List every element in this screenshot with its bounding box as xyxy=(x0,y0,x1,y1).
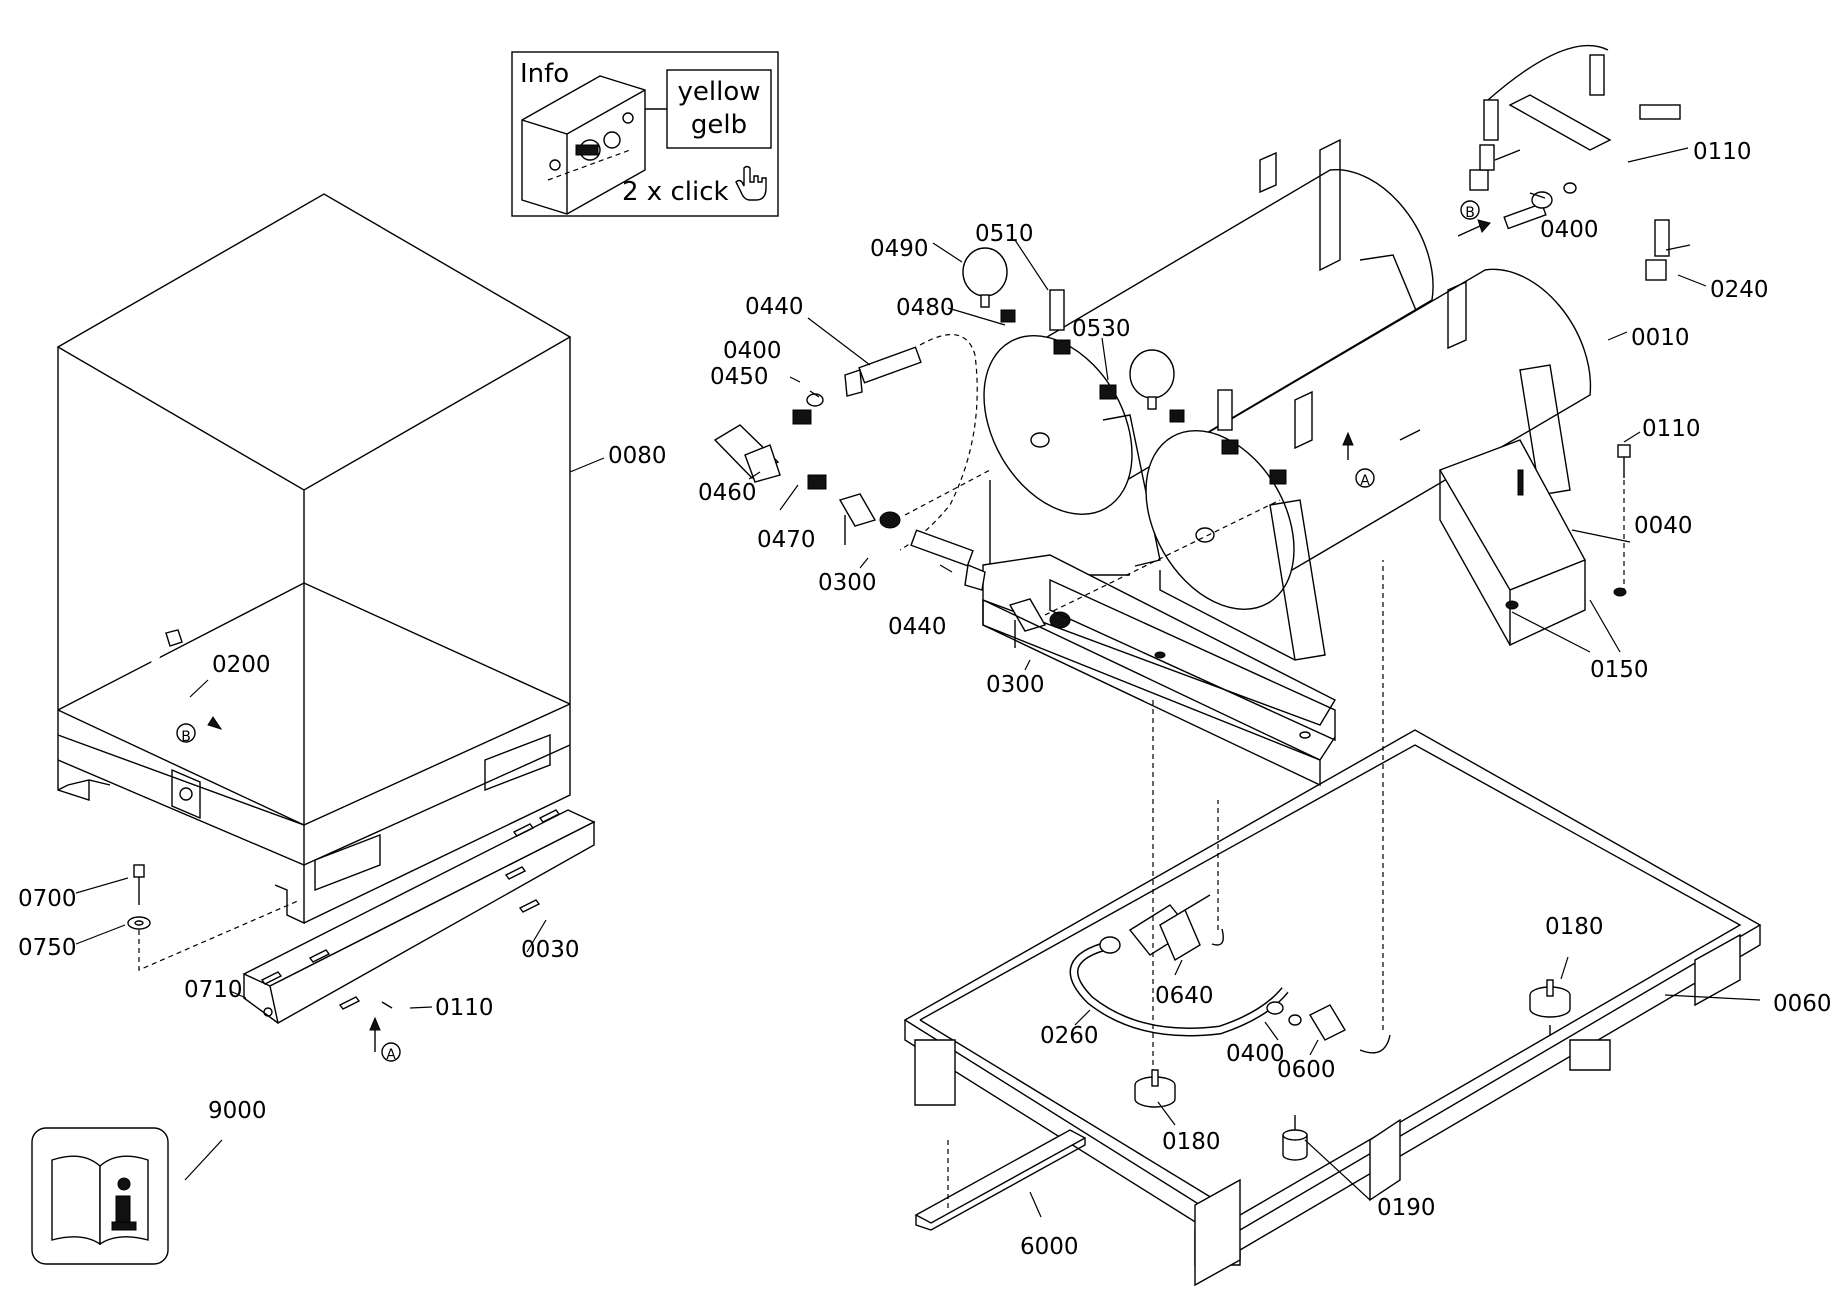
pressure-gauge-0490[interactable] xyxy=(962,247,1016,323)
info-title: Info xyxy=(520,59,569,89)
guide-line-valve xyxy=(1044,499,1281,616)
hose-0200[interactable] xyxy=(150,629,223,730)
callout-0640: 0640 xyxy=(1155,983,1214,1009)
tee-0460[interactable] xyxy=(713,424,781,483)
leader-9000 xyxy=(184,1139,223,1181)
book-info-icon[interactable] xyxy=(31,1127,169,1265)
callout-0260: 0260 xyxy=(1040,1023,1099,1049)
callout-0010: 0010 xyxy=(1631,325,1690,351)
color-english: yellow xyxy=(677,77,760,107)
info-box[interactable]: Info yellow gelb 2 x click xyxy=(511,51,779,217)
marker-b-top: B xyxy=(1457,200,1491,237)
callout-0190: 0190 xyxy=(1377,1195,1436,1221)
damper-foot-0180-left[interactable] xyxy=(1134,1069,1176,1108)
callout-0450: 0450 xyxy=(710,364,769,390)
bracket-0040[interactable] xyxy=(1438,439,1586,647)
callout-0530: 0530 xyxy=(1072,316,1131,342)
base-frame-0060[interactable] xyxy=(903,729,1762,1287)
callout-0750: 0750 xyxy=(18,935,77,961)
fittings-0400-0600[interactable] xyxy=(1266,560,1391,1054)
support-rail-lower[interactable] xyxy=(982,578,1336,787)
svg-text:A: A xyxy=(1360,473,1370,489)
pointing-hand-icon xyxy=(735,165,767,201)
svg-text:B: B xyxy=(1465,205,1475,221)
callout-0110-right: 0110 xyxy=(1642,416,1701,442)
fittings-0450-0470[interactable] xyxy=(792,393,827,490)
callout-6000: 6000 xyxy=(1020,1234,1079,1260)
marker-a-tank: A xyxy=(1342,431,1375,489)
guide-line-upper xyxy=(904,469,991,516)
cover-hood-0080[interactable] xyxy=(56,193,572,925)
color-label-box xyxy=(666,69,772,149)
callout-0470: 0470 xyxy=(757,527,816,553)
callout-0400-left: 0400 xyxy=(723,338,782,364)
callout-0180-right: 0180 xyxy=(1545,914,1604,940)
callout-0180-left: 0180 xyxy=(1162,1129,1221,1155)
ball-valve-0300-lower[interactable] xyxy=(1008,598,1071,648)
callout-9000: 9000 xyxy=(208,1098,267,1124)
safety-valve-0510[interactable] xyxy=(1049,289,1239,455)
marker-b-left: B xyxy=(176,723,196,745)
screw-0110-rail[interactable] xyxy=(381,1001,393,1009)
callout-0110-rail: 0110 xyxy=(435,995,494,1021)
callout-0460: 0460 xyxy=(698,480,757,506)
callout-0200: 0200 xyxy=(212,652,271,678)
callout-0710: 0710 xyxy=(184,977,243,1003)
leader-lines xyxy=(75,147,1761,1218)
air-tank-rear[interactable] xyxy=(954,138,1434,576)
foot-0190[interactable] xyxy=(1282,1115,1308,1161)
callout-0060: 0060 xyxy=(1773,991,1832,1017)
callout-0030: 0030 xyxy=(521,937,580,963)
callout-0040: 0040 xyxy=(1634,513,1693,539)
callout-0300-lower: 0300 xyxy=(986,672,1045,698)
callout-0510: 0510 xyxy=(975,221,1034,247)
bolt-0700[interactable] xyxy=(133,864,145,905)
callout-0480: 0480 xyxy=(896,295,955,321)
svg-text:A: A xyxy=(386,1047,396,1063)
callout-0300-upper: 0300 xyxy=(818,570,877,596)
click-hint: 2 x click xyxy=(622,177,729,207)
callout-0440-lower: 0440 xyxy=(888,614,947,640)
washer-0750[interactable] xyxy=(127,916,151,930)
callout-0080: 0080 xyxy=(608,443,667,469)
callout-0110-top: 0110 xyxy=(1693,139,1752,165)
callout-0150: 0150 xyxy=(1590,657,1649,683)
callout-0600: 0600 xyxy=(1277,1057,1336,1083)
callout-0400-base: 0400 xyxy=(1226,1041,1285,1067)
valve-cluster-0640[interactable] xyxy=(1099,800,1224,962)
assembly-thumbnail[interactable] xyxy=(521,75,646,215)
support-rail-0030[interactable] xyxy=(242,809,596,1025)
ball-valve-0300-upper[interactable] xyxy=(838,493,901,545)
callout-0400-top: 0400 xyxy=(1540,217,1599,243)
pressure-gauge-right[interactable] xyxy=(1129,349,1185,423)
top-manifold-valves[interactable] xyxy=(1469,44,1691,281)
callouts: 0010 0030 0040 0060 0080 0110 0110 0110 … xyxy=(18,139,1832,1260)
bolt-0110-right[interactable] xyxy=(1617,444,1631,590)
callout-0240: 0240 xyxy=(1710,277,1769,303)
damper-foot-0180-right[interactable] xyxy=(1529,979,1571,1035)
floor-rail-6000[interactable] xyxy=(914,1129,1087,1231)
marker-a-left: A xyxy=(369,1016,401,1063)
callout-0700: 0700 xyxy=(18,886,77,912)
hose-0260[interactable] xyxy=(1069,940,1289,1037)
color-german: gelb xyxy=(691,110,747,140)
connection-hose-0440[interactable] xyxy=(844,334,986,591)
nuts-0150[interactable] xyxy=(1505,587,1627,610)
fitting-0530[interactable] xyxy=(1099,384,1287,485)
svg-text:B: B xyxy=(181,729,191,745)
callout-0440-upper: 0440 xyxy=(745,294,804,320)
callout-0490: 0490 xyxy=(870,236,929,262)
